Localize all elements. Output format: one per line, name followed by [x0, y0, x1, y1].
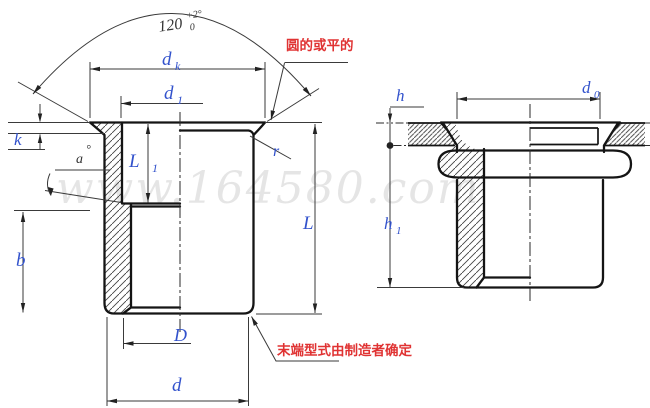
- right-view-bulge: [437, 149, 633, 179]
- angle-120-arc: [17, 13, 320, 122]
- label-d1-sub: 1: [177, 93, 183, 107]
- right-view-far-rim: [530, 127, 599, 146]
- alpha-angle-lines: [44, 169, 122, 203]
- left-view-bore: [120, 121, 255, 315]
- r-leader: [249, 135, 292, 160]
- right-view-bore: [475, 147, 532, 289]
- right-view-hatch-area: [438, 123, 484, 288]
- label-d: d: [172, 375, 182, 396]
- L-dim-lines: [256, 124, 322, 315]
- label-dk: d: [162, 49, 172, 70]
- d0-dim-lines: [456, 92, 601, 119]
- label-dk-sub: k: [175, 59, 181, 73]
- note-head-edge: 圆的或平的: [286, 37, 354, 53]
- angle-base: 120: [157, 15, 183, 35]
- label-h1-sub: 1: [396, 225, 402, 237]
- label-alpha: a: [76, 152, 83, 167]
- plate-edges: [408, 122, 645, 147]
- label-L1-sub: 1: [152, 161, 158, 175]
- right-view-installed: [376, 104, 650, 301]
- label-h1: h: [384, 214, 393, 233]
- d1-dim-lines: [120, 96, 203, 118]
- label-b: b: [16, 250, 26, 271]
- label-alpha-degree: °: [86, 142, 91, 156]
- label-k: k: [14, 130, 22, 149]
- left-view-section: [88, 112, 267, 332]
- label-d0: d: [582, 78, 591, 97]
- label-r: r: [273, 143, 280, 160]
- angle-lower-tolerance: 0: [189, 22, 195, 34]
- angle-120-label: 120 +2° 0: [157, 9, 202, 36]
- head-extension-lines: [8, 122, 322, 134]
- D-dim-lines: [123, 318, 191, 349]
- dimension-lines: [8, 13, 601, 406]
- label-d0-sub: 0: [594, 89, 600, 101]
- label-d1: d: [164, 83, 174, 104]
- h1-origin-dot: [386, 142, 394, 149]
- d-dim-lines: [106, 317, 249, 406]
- plate-phantom-lines: [376, 122, 650, 146]
- end-form-note-leader: [251, 316, 339, 362]
- label-h: h: [396, 86, 405, 105]
- left-view-hatch-area: [90, 122, 131, 314]
- left-view-outline: [88, 121, 267, 315]
- b-dim-lines: [14, 210, 90, 313]
- dk-dim-lines: [89, 62, 266, 118]
- right-view-body: [455, 178, 605, 289]
- label-L1: L: [128, 151, 140, 172]
- head-edge-note-leader: [270, 62, 348, 121]
- plate-hatch-right: [604, 123, 645, 146]
- angle-upper-tolerance: +2°: [185, 9, 202, 22]
- label-L: L: [302, 213, 314, 234]
- h-h1-dim-lines: [377, 106, 464, 288]
- note-end-form: 末端型式由制造者确定: [277, 342, 412, 358]
- label-D: D: [173, 325, 187, 345]
- dimension-labels: 120 +2° 0 d k d 1 k a ° L 1 r L b D d h …: [14, 9, 600, 396]
